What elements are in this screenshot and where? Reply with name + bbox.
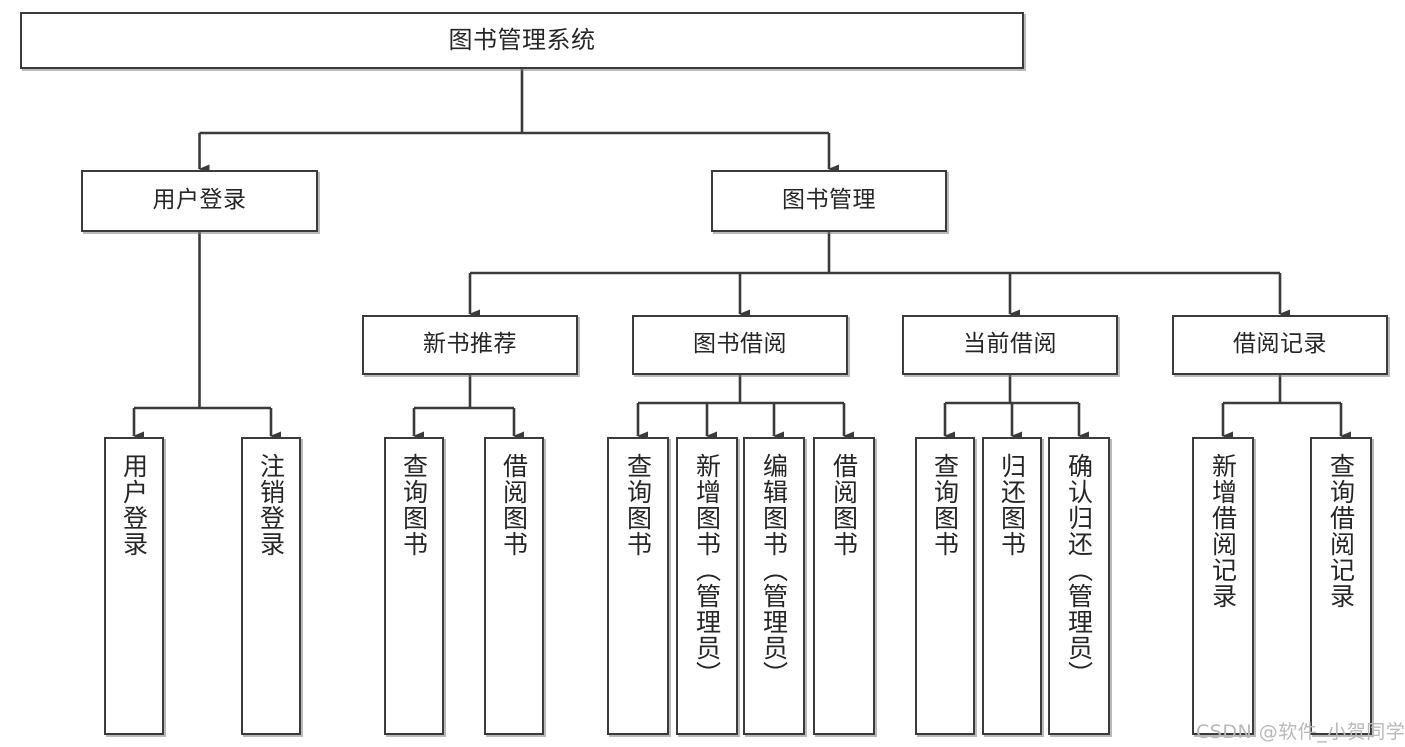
node-l-nb-query[interactable]: 查询图书 xyxy=(384,437,444,735)
node-newbook[interactable]: 新书推荐 xyxy=(362,315,578,375)
node-label: 图书管理 xyxy=(782,187,876,214)
node-l-cu-confirm[interactable]: 确认归还（管理员） xyxy=(1048,437,1110,735)
node-borrow[interactable]: 图书借阅 xyxy=(632,315,848,375)
watermark-text: CSDN @软件_小贺同学 xyxy=(1196,721,1405,743)
node-root[interactable]: 图书管理系统 xyxy=(20,12,1024,69)
node-l-bk-borrow[interactable]: 借阅图书 xyxy=(813,437,875,735)
node-label: 查询图书 xyxy=(399,453,429,557)
node-label: 查询借阅记录 xyxy=(1326,453,1356,609)
node-label: 查询图书 xyxy=(930,453,960,557)
node-l-cu-query[interactable]: 查询图书 xyxy=(915,437,975,735)
node-login[interactable]: 用户登录 xyxy=(81,170,318,232)
node-label: 新书推荐 xyxy=(423,331,517,358)
node-current[interactable]: 当前借阅 xyxy=(902,315,1118,375)
node-l-bk-edit[interactable]: 编辑图书（管理员） xyxy=(743,437,805,735)
node-label: 借阅图书 xyxy=(499,453,529,557)
node-label: 用户登录 xyxy=(119,453,149,557)
node-l-rc-query[interactable]: 查询借阅记录 xyxy=(1310,437,1372,735)
node-label: 借阅图书 xyxy=(829,453,859,557)
node-label: 借阅记录 xyxy=(1233,331,1327,358)
node-bookmgmt[interactable]: 图书管理 xyxy=(711,170,947,232)
node-label: 新增借阅记录 xyxy=(1208,453,1238,609)
node-l-logout[interactable]: 注销登录 xyxy=(241,437,301,735)
node-label: 图书管理系统 xyxy=(448,26,596,55)
node-label: 注销登录 xyxy=(256,453,286,557)
connector-lines xyxy=(132,69,1351,441)
node-label: 当前借阅 xyxy=(963,331,1057,358)
node-label: 编辑图书（管理员） xyxy=(759,453,789,687)
node-label: 用户登录 xyxy=(152,187,247,214)
node-l-bk-query[interactable]: 查询图书 xyxy=(607,437,669,735)
node-label: 图书借阅 xyxy=(693,331,787,358)
node-label: 查询图书 xyxy=(623,453,653,557)
node-label: 归还图书 xyxy=(997,453,1027,557)
node-l-nb-borrow[interactable]: 借阅图书 xyxy=(484,437,544,735)
node-label: 新增图书（管理员） xyxy=(692,453,722,687)
node-l-userlogin[interactable]: 用户登录 xyxy=(104,437,164,735)
node-label: 确认归还（管理员） xyxy=(1064,453,1094,687)
node-l-bk-add[interactable]: 新增图书（管理员） xyxy=(676,437,738,735)
node-l-rc-add[interactable]: 新增借阅记录 xyxy=(1192,437,1254,735)
node-records[interactable]: 借阅记录 xyxy=(1172,315,1388,375)
node-l-cu-return[interactable]: 归还图书 xyxy=(982,437,1042,735)
